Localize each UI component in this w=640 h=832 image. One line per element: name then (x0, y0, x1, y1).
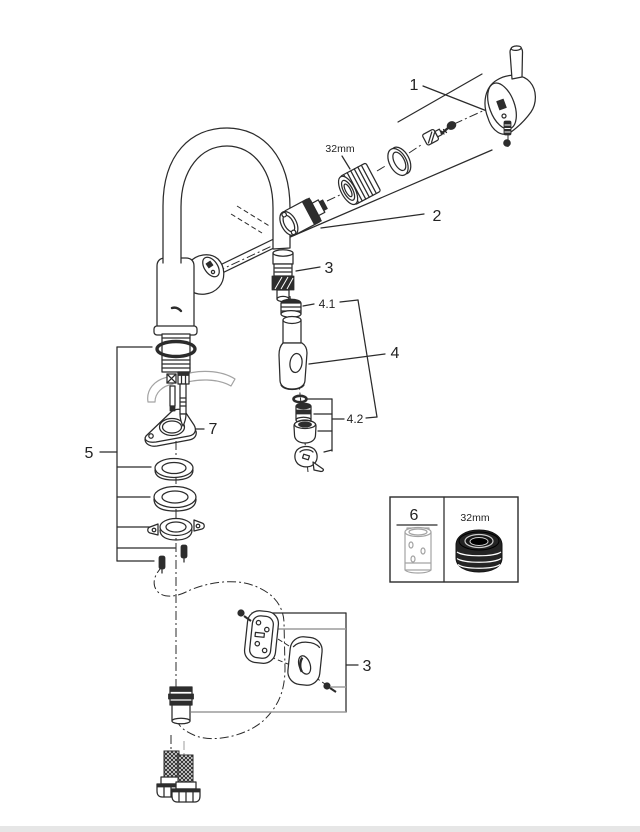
mounting-tool (404, 526, 432, 574)
shank-o-ring (155, 339, 197, 359)
mounting-flange (147, 517, 205, 541)
callout-2: 2 (433, 208, 442, 225)
seal-ring (387, 146, 412, 177)
weight-half-front (287, 636, 323, 686)
check-valve-4-1 (280, 298, 302, 319)
footer-bar (0, 826, 640, 832)
callout-3-spout: 3 (325, 260, 334, 277)
label-32mm-top: 32mm (325, 143, 354, 155)
handle-set-screw (503, 120, 512, 136)
callout-5: 5 (85, 445, 94, 462)
spray-head-group (278, 298, 325, 473)
spray-head-body (278, 315, 308, 391)
callout-1: 1 (410, 77, 419, 94)
spray-o-ring (292, 394, 308, 404)
flange-bolts (158, 544, 188, 574)
base-washer-2 (153, 485, 197, 512)
hose-end-fitting (168, 686, 194, 725)
callout-4: 4 (391, 345, 400, 362)
callout-labels: 1 2 32mm 3 4.1 4 4.2 7 5 6 32mm 3 (85, 77, 490, 675)
callout-7: 7 (209, 421, 218, 438)
spray-selector (294, 445, 325, 473)
cartridge (279, 197, 328, 237)
weight-half-rear (243, 610, 280, 664)
cartridge-group (279, 146, 412, 237)
accessory-box-group (389, 496, 519, 583)
handle-cap (484, 74, 536, 135)
hose-coupling-group (271, 249, 295, 303)
callout-6: 6 (410, 507, 419, 524)
installation-sketch (147, 370, 236, 403)
mounting-group (144, 370, 236, 574)
handle-screw (440, 121, 457, 135)
centerlines (153, 108, 509, 755)
faucet-body (156, 257, 195, 331)
stabilizer-plate (144, 408, 197, 447)
supply-hose-right (171, 754, 201, 803)
spout-arc (162, 127, 291, 264)
base-washer-1 (154, 457, 194, 481)
weight-screw-bottom (323, 682, 337, 693)
weight-screw-top (237, 609, 252, 622)
callout-4-1: 4.1 (319, 297, 336, 311)
handle-lever (509, 45, 524, 80)
ring-nut-32mm (337, 162, 381, 206)
threaded-shank (155, 333, 197, 373)
boxed-ring-nut (455, 529, 503, 573)
spray-face-cap (293, 419, 317, 444)
fixing-bolts (166, 371, 190, 427)
callout-3-weight: 3 (363, 658, 372, 675)
hose-weight-group (237, 609, 337, 693)
faucet-body-group (153, 127, 291, 373)
callout-leader-lines (99, 73, 493, 713)
handle-adapter (422, 128, 443, 146)
callout-4-2: 4.2 (347, 412, 364, 426)
handle-group (422, 45, 536, 147)
supply-group (156, 686, 201, 803)
label-32mm-box: 32mm (460, 512, 489, 524)
body-logo-mark (170, 306, 183, 313)
handle-plug (503, 139, 511, 147)
